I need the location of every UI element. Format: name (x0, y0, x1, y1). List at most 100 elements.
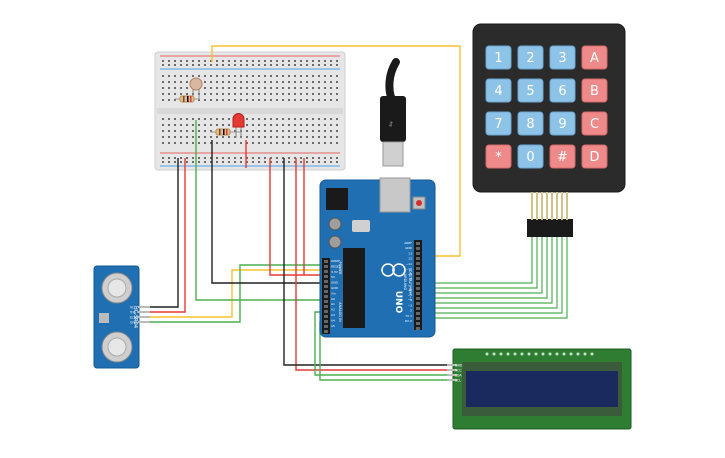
sensor-pin-label: Gnd (130, 321, 137, 325)
keypad-key[interactable]: 4 (485, 78, 512, 103)
arduino-uno-label: UNO (393, 291, 403, 314)
resistor-2 (210, 128, 240, 136)
wire-keypad-pin (420, 237, 563, 314)
wire-keypad-pin (420, 237, 558, 309)
keypad-connector (527, 219, 573, 237)
wires (150, 45, 568, 381)
digital-pin-label: GND (405, 246, 413, 250)
keypad-key-label: 3 (558, 51, 566, 66)
analog-power-pin-label: IOREF (331, 259, 340, 263)
analog-power-pin-label: A5 (331, 324, 335, 328)
wire-gnd-arduino (211, 140, 322, 284)
digital-pin-label: ~9 (408, 272, 413, 276)
digital-pin-label: ~6 (408, 288, 413, 292)
sensor-crystal (99, 313, 109, 323)
digital-pin-label: 13 (408, 251, 412, 255)
keypad-key-label: 6 (558, 84, 566, 99)
wire-sensor-echo (150, 264, 340, 323)
wire-keypad-pin (420, 237, 533, 284)
breadboard-center-channel (157, 108, 343, 114)
wire-keypad-pin (420, 237, 553, 304)
keypad-key[interactable]: A (581, 45, 608, 70)
digital-pin-label: ~10 (406, 267, 412, 271)
sensor-pin-label: Vcc (130, 306, 136, 310)
keypad-key[interactable]: C (581, 111, 608, 136)
keypad-key[interactable]: 5 (517, 78, 544, 103)
analog-label: ANALOG IN (338, 302, 342, 322)
digital-pin-label: ~11 (406, 262, 412, 266)
keypad-key-label: 1 (494, 51, 502, 66)
keypad-key[interactable]: D (581, 144, 608, 169)
power-label: POWER (338, 262, 342, 276)
digital-pin-label: 2 (410, 309, 412, 313)
analog-power-pin-label: A0 (331, 297, 335, 301)
keypad-key-label: 0 (526, 150, 534, 165)
keypad-key[interactable]: 7 (485, 111, 512, 136)
keypad-key[interactable]: 2 (517, 45, 544, 70)
digital-pin-label: 4 (410, 298, 412, 302)
keypad-key-label: A (590, 51, 599, 66)
keypad-key-label: 9 (558, 117, 566, 132)
keypad-key[interactable]: 0 (517, 144, 544, 169)
keypad-key[interactable]: 9 (549, 111, 576, 136)
lcd-pin-label: SCL (455, 379, 461, 383)
keypad-key[interactable]: 3 (549, 45, 576, 70)
keypad-key-label: 7 (494, 117, 502, 132)
analog-power-pin-label: A2 (331, 308, 335, 312)
keypad-key[interactable]: 8 (517, 111, 544, 136)
digital-label: DIGITAL (PWM ~) (408, 270, 412, 301)
keypad-key-label: * (495, 150, 502, 165)
keypad-key[interactable]: # (549, 144, 576, 169)
keypad-key-label: 8 (526, 117, 534, 132)
digital-pin-label: AREF (404, 241, 412, 245)
wire-yellow-signal (211, 45, 461, 257)
usb-plug-connector (382, 141, 404, 167)
breadboard-holes (162, 60, 338, 163)
digital-pin-label: TX 1 (404, 314, 412, 318)
wire-sensor-trig (150, 269, 340, 318)
arduino-brand-label: ARDUINO (403, 274, 407, 291)
crystal (352, 220, 370, 232)
lcd-pin-label: VCC (455, 369, 462, 373)
arduino-uno-board: UNO ARDUINO DIGITAL (PWM ~) POWER ANALOG… (319, 177, 436, 338)
lcd-pin-label: GND (455, 364, 463, 368)
wire-sensor-gnd (150, 158, 179, 308)
analog-power-pin-label: RESET (331, 264, 341, 268)
keypad-key-label: 2 (526, 51, 534, 66)
analog-power-pin-label: A1 (331, 302, 335, 306)
keypad-key[interactable]: 1 (485, 45, 512, 70)
keypad-key[interactable]: B (581, 78, 608, 103)
power-jack (326, 188, 348, 210)
analog-power-pin-label: A3 (331, 313, 335, 317)
capacitor-2 (328, 235, 342, 249)
analog-power-pin-label: GND (331, 286, 339, 290)
keypad-key-label: 5 (526, 84, 534, 99)
usb-cable: ⇋ (380, 58, 406, 167)
sensor-pin-label: Trig (129, 311, 136, 315)
keypad-key-label: # (557, 150, 568, 165)
arduino-logo (381, 263, 406, 277)
wire-ldr-a0 (195, 120, 322, 301)
digital-pin-label: RX 0 (405, 319, 412, 323)
sensor-pin-label: Echo (130, 316, 138, 320)
keypad-key-label: B (590, 84, 599, 99)
wire-keypad-pin (420, 237, 548, 299)
sensor-model-label: HC-SR04 (132, 306, 138, 328)
wire-sensor-vcc (150, 158, 186, 313)
keypad-key[interactable]: * (485, 144, 512, 169)
wire-keypad-pin (420, 237, 543, 294)
wire-keypad-pin (420, 237, 538, 289)
keypad-wires (420, 237, 568, 319)
digital-pin-label: ~5 (408, 293, 413, 297)
capacitor-1 (328, 217, 342, 231)
keypad-key[interactable]: 6 (549, 78, 576, 103)
digital-pin-label: 7 (410, 283, 412, 287)
wire-lcd-gnd (283, 158, 460, 366)
analog-power-pin-label: A4 (331, 318, 335, 322)
wire-lcd-sda (314, 311, 460, 376)
lcd-pin-label: SDA (455, 374, 462, 378)
keypad-key-label: 4 (494, 84, 502, 99)
